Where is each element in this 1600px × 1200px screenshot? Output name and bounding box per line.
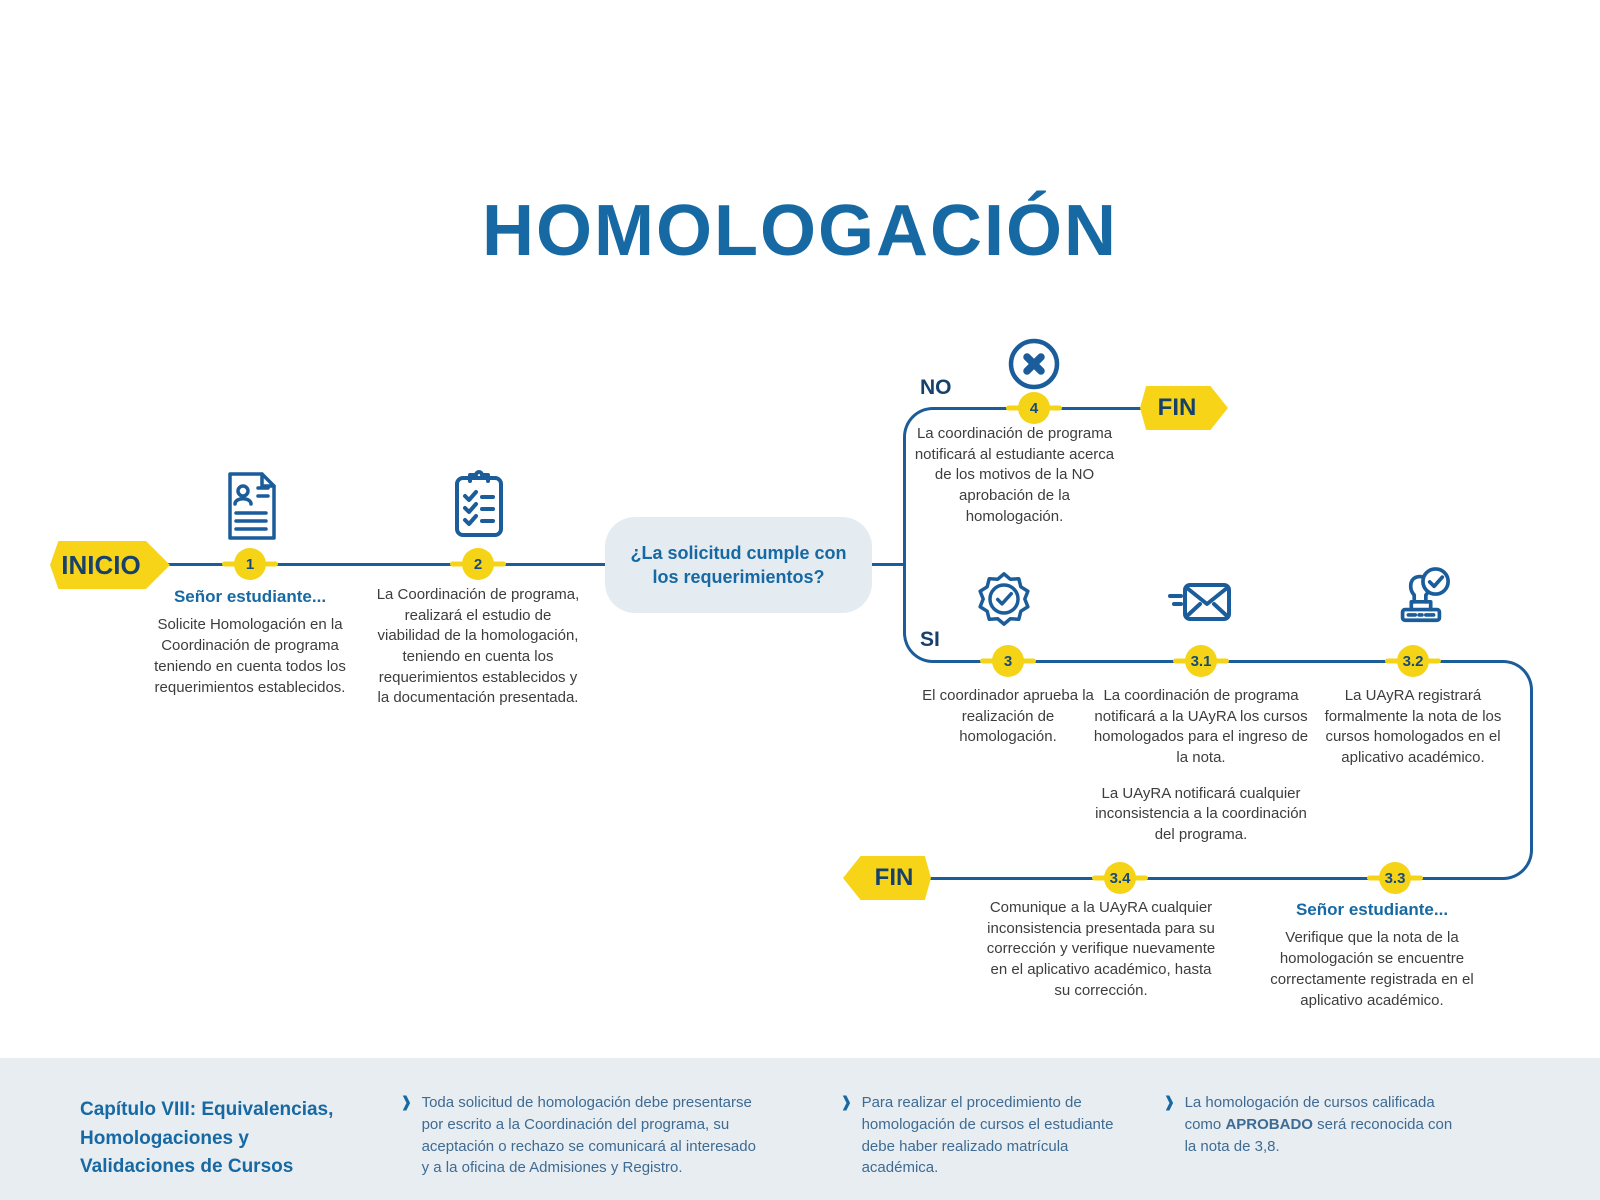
step-badge-3-4: 3.4 [1104, 862, 1136, 894]
step-2-text: La Coordinación de programa, realizará e… [374, 585, 582, 709]
step-1-title: Señor estudiante... [173, 587, 327, 606]
step-3-2-body: La UAyRA registrará formalmente la nota … [1324, 687, 1502, 767]
step-1-text: Señor estudiante... Solicite Homologació… [140, 585, 360, 698]
footer-note-text-part: La homologación de cursos calificada com… [1184, 1094, 1435, 1133]
step-badge-1: 1 [234, 548, 266, 580]
footer-note: ❱ Para realizar el procedimiento de homo… [840, 1092, 1130, 1179]
arrow-bullet-icon: ❱ [400, 1094, 413, 1111]
footer-note-text: Para realizar el procedimiento de homolo… [861, 1094, 1114, 1177]
connector-start-to-decision [160, 563, 605, 566]
step-3-3-body: Verifique que la nota de la homologación… [1270, 929, 1474, 1009]
mail-send-icon [1168, 580, 1234, 626]
footer-note-text: La homologación de cursos calificada com… [1185, 1092, 1463, 1157]
footer-note: ❱ Toda solicitud de homologación debe pr… [400, 1092, 758, 1179]
seal-check-icon [975, 570, 1033, 628]
connector-decision-to-branch [872, 563, 906, 566]
start-flag: INICIO [50, 541, 170, 589]
end-flag-label: FIN [874, 864, 914, 891]
step-3-4-text: Comunique a la UAyRA cualquier inconsist… [985, 898, 1217, 1001]
step-3-1-text: La coordinación de programa notificará a… [1090, 686, 1312, 846]
footer-note: ❱ La homologación de cursos calificada c… [1163, 1092, 1463, 1157]
footer-note-bold: APROBADO [1225, 1115, 1313, 1133]
branch-label-no: NO [920, 376, 952, 399]
connector-branch-bracket [903, 407, 1003, 663]
clipboard-checklist-icon [452, 468, 506, 540]
arrow-bullet-icon: ❱ [840, 1094, 853, 1111]
end-flag-label: FIN [1157, 394, 1197, 421]
stamp-check-icon [1390, 564, 1452, 630]
footer-chapter-title: Capítulo VIII: Equivalencias, Homologaci… [80, 1099, 334, 1177]
step-2-body: La Coordinación de programa, realizará e… [376, 586, 580, 707]
decision-box: ¿La solicitud cumple con los requerimien… [605, 517, 872, 613]
branch-label-si: SI [920, 628, 940, 651]
step-3-3-title: Señor estudiante... [1295, 900, 1449, 919]
footer-note-text: Toda solicitud de homologación debe pres… [421, 1094, 756, 1177]
step-badge-3-3: 3.3 [1379, 862, 1411, 894]
step-4-text: La coordinación de programa notificará a… [912, 424, 1117, 527]
end-flag-no-branch: FIN [1140, 386, 1228, 430]
arrow-bullet-icon: ❱ [1163, 1094, 1176, 1111]
step-3-text: El coordinador aprueba la realización de… [915, 686, 1101, 748]
step-3-body: El coordinador aprueba la realización de… [922, 687, 1094, 746]
step-badge-3-1: 3.1 [1185, 645, 1217, 677]
document-user-icon [222, 470, 280, 542]
connector-no-row [1003, 407, 1158, 410]
start-flag-label: INICIO [61, 549, 141, 580]
step-badge-2: 2 [462, 548, 494, 580]
footer-band: Capítulo VIII: Equivalencias, Homologaci… [0, 1058, 1600, 1200]
end-flag-si-branch: FIN [843, 856, 931, 900]
step-badge-4: 4 [1018, 392, 1050, 424]
step-3-2-text: La UAyRA registrará formalmente la nota … [1322, 686, 1504, 769]
step-badge-3-2: 3.2 [1397, 645, 1429, 677]
x-circle-icon [1008, 338, 1060, 390]
decision-question: ¿La solicitud cumple con los requerimien… [630, 542, 847, 587]
page-title: HOMOLOGACIÓN [482, 191, 1118, 271]
step-3-1-body-2: La UAyRA notificará cualquier inconsiste… [1095, 784, 1307, 844]
step-1-body: Solicite Homologación en la Coordinación… [154, 616, 346, 696]
connector-right-return [1433, 660, 1533, 880]
connector-bottom-row [925, 877, 1433, 880]
step-3-4-body: Comunique a la UAyRA cualquier inconsist… [986, 899, 1216, 999]
step-badge-3: 3 [992, 645, 1024, 677]
footer-note-text-part: será reconocida con la nota de 3,8. [1184, 1115, 1453, 1155]
step-3-3-text: Señor estudiante... Verifique que la not… [1262, 898, 1482, 1011]
step-3-1-body: La coordinación de programa notificará a… [1093, 687, 1309, 767]
step-4-body: La coordinación de programa notificará a… [914, 425, 1115, 525]
